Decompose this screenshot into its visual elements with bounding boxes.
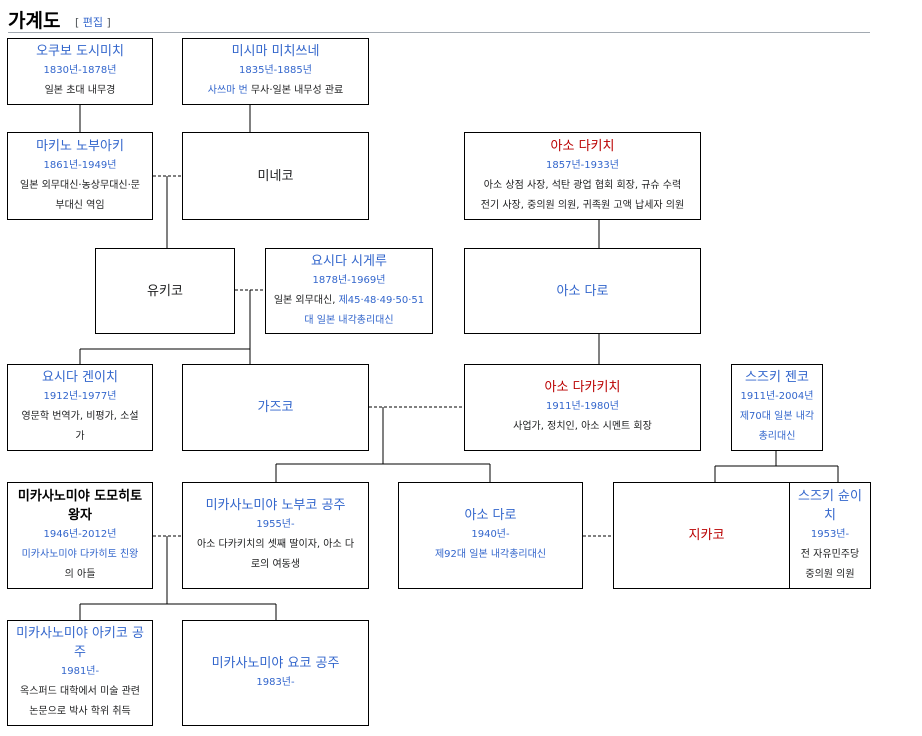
prime-minister-link[interactable]: 대 일본 내각총리대신 [304, 314, 394, 326]
person-description: 사업가, 정치인, 아소 시멘트 회장 [513, 421, 652, 432]
person-mikasa-tomohito: 미카사노미야 도모히토 왕자 1946년-2012년 미카사노미야 다카히토 친… [7, 482, 153, 589]
person-description: 중의원 의원 [805, 568, 855, 580]
person-name-link[interactable]: 치 [824, 507, 836, 523]
birth-death-years[interactable]: 1911년-1980년 [546, 401, 619, 412]
person-name-link[interactable]: 마키노 노부아키 [36, 138, 124, 154]
person-name-link[interactable]: 아소 다로 [556, 283, 609, 299]
person-description: 영문학 번역가, 비평가, 소설 [21, 411, 139, 422]
person-name-redlink[interactable]: 지카코 [688, 528, 725, 543]
person-yoshida-kenichi: 요시다 겐이치 1912년-1977년 영문학 번역가, 비평가, 소설 가 [7, 364, 153, 451]
person-description: 아소 상점 사장, 석탄 광업 협회 회장, 규슈 수력 [483, 179, 682, 191]
person-mineko: 미네코 [182, 132, 369, 220]
person-aso-taro: 아소 다로 1940년- 제92대 일본 내각총리대신 [398, 482, 583, 589]
person-name-redlink[interactable]: 아소 다키치 [550, 138, 615, 154]
person-description: 로의 여동생 [250, 559, 301, 570]
edit-link[interactable]: 편집 [82, 16, 104, 29]
person-okubo-toshimichi: 오쿠보 도시미치 1830년-1878년 일본 초대 내무경 [7, 38, 153, 105]
person-name-link[interactable]: 미카사노미야 노부코 공주 [205, 498, 346, 513]
person-name-link[interactable]: 미카사노미야 요코 공주 [211, 655, 340, 671]
person-description: 일본 외무대신, 제45·48·49·50·51 [273, 294, 425, 306]
person-mikasa-nobuko: 미카사노미야 노부코 공주 1955년- 아소 다카키치의 셋째 딸이자, 아소… [182, 482, 369, 589]
person-name-redlink[interactable]: 아소 다카키치 [544, 380, 621, 395]
birth-death-years[interactable]: 1830년-1878년 [43, 65, 117, 76]
person-suzuki-zenko: 스즈키 젠코 1911년-2004년 제70대 일본 내각 총리대신 [731, 364, 823, 451]
birth-death-years[interactable]: 1912년-1977년 [43, 391, 117, 402]
satsuma-domain-link[interactable]: 사쓰마 번 [207, 85, 248, 96]
person-suzuki-shunichi: 스즈키 슌이 치 1953년- 전 자유민주당 중의원 의원 [789, 482, 871, 589]
person-description: 전기 사장, 중의원 의원, 귀족원 고액 납세자 의원 [480, 199, 685, 211]
person-description: 전 자유민주당 [800, 548, 860, 560]
person-name-link[interactable]: 가즈코 [257, 400, 294, 415]
person-makino-nobuaki: 마키노 노부아키 1861년-1949년 일본 외무대신·농상무대신·문 부대신… [7, 132, 153, 220]
person-name: 미카사노미야 도모히토 [17, 488, 143, 504]
person-chikako: 지카코 [613, 482, 800, 589]
birth-death-years[interactable]: 1955년- [256, 519, 295, 530]
person-description: 사쓰마 번 무사·일본 내무성 관료 [207, 85, 344, 96]
person-description: 논문으로 박사 학위 취득 [29, 706, 131, 717]
section-title: 가계도 [8, 10, 61, 32]
person-yoshida-shigeru: 요시다 시게루 1878년-1969년 일본 외무대신, 제45·48·49·5… [265, 248, 433, 334]
person-name-link[interactable]: 주 [74, 645, 86, 660]
birth-death-years[interactable]: 1983년- [256, 676, 295, 688]
person-mishima-michitsune: 미시마 미치쓰네 1835년-1885년 사쓰마 번 무사·일본 내무성 관료 [182, 38, 369, 105]
birth-death-years[interactable]: 1911년-2004년 [740, 391, 814, 402]
person-name: 미네코 [257, 168, 294, 184]
person-description: 아소 다카키치의 셋째 딸이자, 아소 다 [196, 539, 355, 550]
person-mikasa-yoko: 미카사노미야 요코 공주 1983년- [182, 620, 369, 726]
birth-death-years[interactable]: 1835년-1885년 [239, 65, 312, 76]
birth-death-years[interactable]: 1946년-2012년 [43, 528, 117, 540]
person-description: 의 아들 [64, 568, 96, 580]
person-name-link[interactable]: 요시다 겐이치 [42, 370, 118, 385]
prime-minister-link[interactable]: 제70대 일본 내각 [739, 411, 815, 422]
person-description: 대 일본 내각총리대신 [304, 311, 393, 331]
person-description: 옥스퍼드 대학에서 미술 관련 [20, 686, 140, 697]
person-name-link[interactable]: 미시마 미치쓰네 [231, 44, 320, 59]
person-aso-takichi: 아소 다키치 1857년-1933년 아소 상점 사장, 석탄 광업 협회 회장… [464, 132, 701, 220]
edit-section: [ 편집 ] [75, 16, 111, 29]
person-mikasa-akiko: 미카사노미야 아키코 공 주 1981년- 옥스퍼드 대학에서 미술 관련 논문… [7, 620, 153, 726]
person-yukiko: 유키코 [95, 248, 235, 334]
person-name: 유키코 [147, 283, 183, 299]
person-description: 일본 초대 내무경 [44, 85, 116, 96]
section-heading: 가계도 [ 편집 ] [8, 4, 870, 33]
person-name: 왕자 [68, 507, 92, 523]
person-name-link[interactable]: 오쿠보 도시미치 [36, 44, 124, 59]
person-description: 부대신 역임 [55, 199, 105, 211]
person-aso-takakichi: 아소 다카키치 1911년-1980년 사업가, 정치인, 아소 시멘트 회장 [464, 364, 701, 451]
birth-death-years[interactable]: 1857년-1933년 [546, 159, 619, 171]
birth-death-years[interactable]: 1878년-1969년 [312, 274, 386, 286]
person-aso-taro-sr: 아소 다로 [464, 248, 701, 334]
birth-death-years[interactable]: 1861년-1949년 [43, 159, 117, 171]
birth-death-years[interactable]: 1981년- [60, 666, 100, 677]
person-name-link[interactable]: 미카사노미야 아키코 공 [16, 626, 144, 641]
person-name-link[interactable]: 요시다 시게루 [311, 253, 387, 269]
prime-minister-link[interactable]: 총리대신 [758, 431, 796, 442]
birth-death-years[interactable]: 1953년- [810, 528, 850, 540]
takahito-link[interactable]: 미카사노미야 다카히토 친왕 [21, 548, 139, 560]
prime-minister-link[interactable]: 제45·48·49·50·51 [338, 294, 425, 306]
person-name-link[interactable]: 스즈키 슌이 [798, 488, 862, 504]
birth-death-years[interactable]: 1940년- [471, 529, 510, 540]
person-name-link[interactable]: 아소 다로 [464, 508, 517, 523]
prime-minister-link[interactable]: 제92대 일본 내각총리대신 [434, 549, 547, 560]
person-kazuko: 가즈코 [182, 364, 369, 451]
person-description: 가 [75, 431, 85, 442]
person-description: 일본 외무대신·농상무대신·문 [20, 179, 140, 191]
person-name-link[interactable]: 스즈키 젠코 [745, 370, 809, 385]
